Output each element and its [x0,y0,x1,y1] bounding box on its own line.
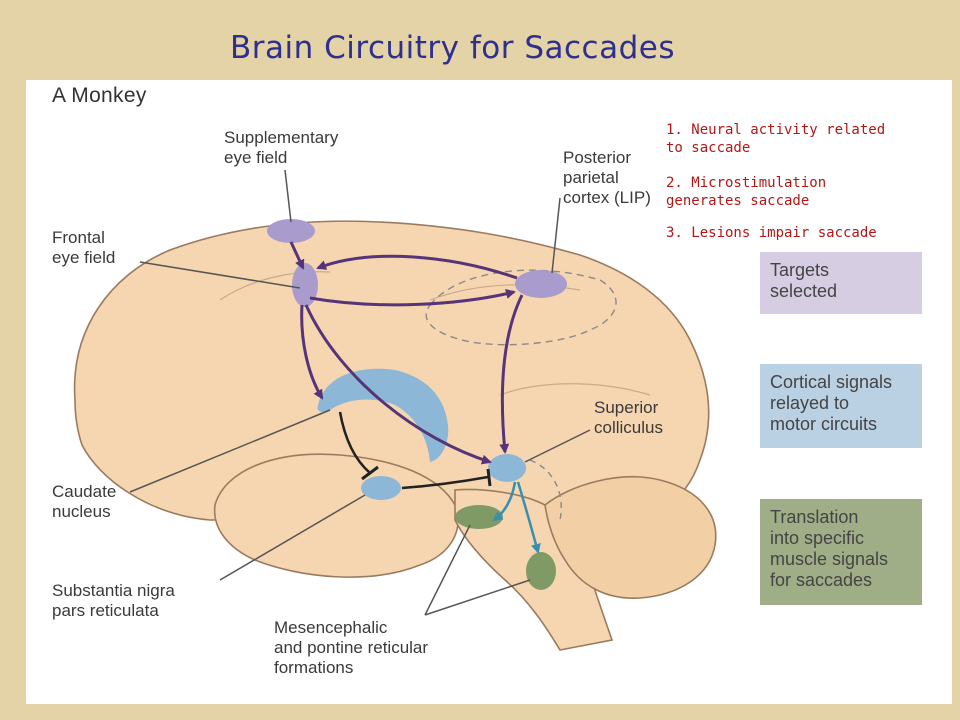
pathway-caudate-to-snr [338,411,371,474]
note-microstimulation: 2. Microstimulation generates saccade [666,174,826,210]
mesencephalic-region [455,505,503,529]
ppc-label-line: Posterior [563,148,632,167]
ppc-label-line: cortex (LIP) [563,188,651,207]
pathway-sc-to-pontine [516,481,541,554]
sef-label: Supplementary eye field [224,128,338,168]
legend-translation: Translation into specific muscle signals… [760,499,922,605]
pontine-region [526,552,556,590]
snr-region [361,476,401,500]
fef-region [292,263,318,307]
slide-title: Brain Circuitry for Saccades [230,30,675,66]
note-lesions: 3. Lesions impair saccade [666,224,877,242]
legend-line: relayed to [770,393,850,413]
sulcus-line [499,383,651,396]
leader-line [524,429,591,463]
mesencephalic-label: Mesencephalic and pontine reticular form… [274,618,428,678]
fef-label: Frontal eye field [52,228,115,268]
snr-label-line: pars reticulata [52,601,159,620]
ppc-label-line: parietal [563,168,619,187]
sc-dashed-outline [529,459,562,521]
note-line: 3. Lesions impair saccade [666,225,877,241]
legend-line: Cortical signals [770,372,893,392]
leader-line [424,579,531,616]
legend-line: for saccades [770,570,873,590]
leader-line [424,524,471,616]
leader-line [139,261,301,289]
pathway-fef-to-caudate [300,304,324,400]
sc-label-line: Superior [594,398,659,417]
note-line: 2. Microstimulation [666,175,827,191]
caudate-label-line: Caudate [52,482,117,501]
caudate-region [317,368,449,462]
mes-label-line: formations [274,658,354,677]
leader-line [551,197,561,274]
sef-region [267,219,315,243]
leader-line [284,169,292,223]
mes-label-line: and pontine reticular [274,638,429,657]
fef-label-line: Frontal [52,228,105,247]
pathway-sef-to-fef [289,241,305,270]
mes-label-line: Mesencephalic [274,618,388,637]
pathway-lip-to-fef [316,254,518,280]
sef-label-line: Supplementary [224,128,339,147]
legend-targets-selected: Targets selected [760,252,922,314]
legend-line: selected [770,281,838,301]
lip-dashed-outline [425,269,617,346]
inhibitory-bar [486,468,492,487]
inhibitory-bar [361,465,379,481]
note-line: to saccade [666,140,751,156]
pathway-lip-to-sc [499,294,524,454]
sulcus-line [219,271,331,301]
pathway-fef-to-lip [309,289,516,307]
cerebellum-shape [544,476,717,599]
legend-line: Translation [770,507,859,527]
pathway-snr-to-sc [401,475,489,490]
note-neural-activity: 1. Neural activity related to saccade [666,121,885,157]
ppc-label: Posterior parietal cortex (LIP) [563,148,651,208]
pathway-fef-to-sc [304,304,492,465]
leader-line [129,409,331,493]
sef-label-line: eye field [224,148,288,167]
caudate-label: Caudate nucleus [52,482,116,522]
sc-label-line: colliculus [594,418,663,437]
pathway-sc-to-mesencephalic [492,481,517,522]
legend-line: muscle signals [770,549,889,569]
note-line: generates saccade [666,193,810,209]
legend-line: into specific [770,528,865,548]
sc-label: Superior colliculus [594,398,663,438]
snr-label-line: Substantia nigra [52,581,175,600]
caudate-label-line: nucleus [52,502,111,521]
snr-label: Substantia nigra pars reticulata [52,581,175,621]
legend-cortical-signals: Cortical signals relayed to motor circui… [760,364,922,448]
leader-line [219,494,366,581]
legend-line: motor circuits [770,414,878,434]
sc-region [488,454,526,482]
note-line: 1. Neural activity related [666,122,886,138]
lip-region [515,270,567,298]
fef-label-line: eye field [52,248,116,267]
panel-label: A Monkey [52,84,147,107]
legend-line: Targets [770,260,830,280]
